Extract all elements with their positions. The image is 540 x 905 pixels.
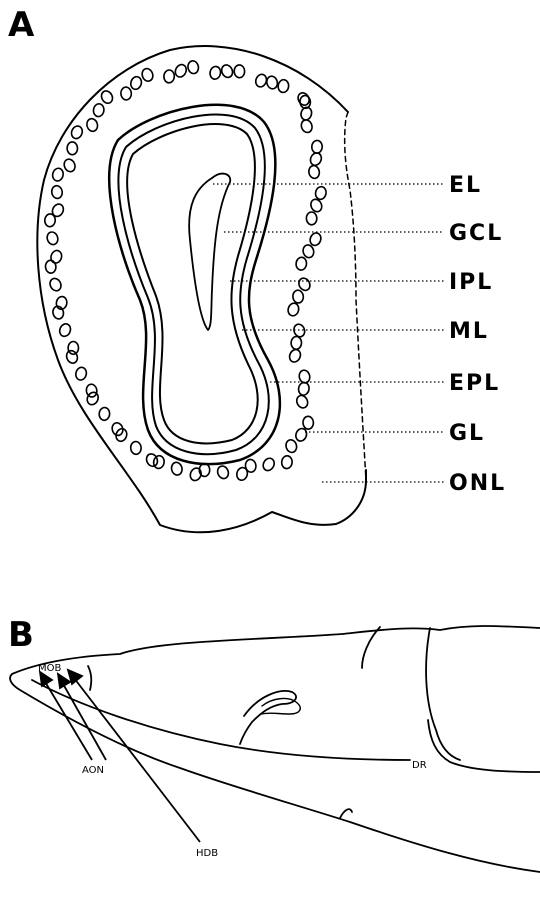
glomerulus — [216, 464, 230, 480]
glomerulus — [287, 302, 301, 317]
glomerulus — [75, 366, 88, 381]
glomerulus — [220, 63, 235, 79]
glomerulus — [281, 455, 293, 469]
glomerulus — [49, 249, 63, 264]
glomerulus — [170, 461, 183, 476]
sagittal-brain-section — [10, 626, 540, 872]
label-el: EL — [449, 173, 482, 198]
glomerulus — [140, 67, 154, 83]
onl-boundary — [345, 112, 366, 480]
glomerulus — [254, 73, 268, 89]
layer-labels: EL GCL IPL ML EPL GL ONL — [449, 173, 506, 496]
glomerulus — [297, 382, 310, 397]
olfactory-bulb-boundary — [88, 666, 91, 690]
glomerulus — [277, 79, 289, 93]
bulb-outline — [37, 46, 366, 532]
glomerulus — [291, 336, 302, 349]
glomerulus — [58, 322, 73, 338]
arrow-hdb-mob — [74, 678, 200, 842]
layer-ring-middle — [118, 114, 268, 454]
glomerulus — [153, 455, 165, 469]
glomerulus — [209, 65, 222, 80]
label-epl: EPL — [449, 371, 500, 396]
layer-leader-lines — [213, 184, 444, 482]
glomerulus — [308, 231, 322, 247]
glomerulus — [68, 342, 78, 355]
glomerulus — [44, 214, 55, 227]
glomerulus — [265, 75, 279, 90]
glomerulus — [314, 186, 327, 201]
glomerulus — [62, 157, 77, 173]
glomerulus — [50, 202, 65, 218]
glomerulus — [85, 383, 97, 397]
glomerulus — [234, 65, 245, 78]
glomerulus — [306, 212, 317, 225]
layer-ring-inner — [127, 124, 258, 443]
ventral-notch — [340, 809, 352, 818]
label-dr: DR — [412, 760, 427, 771]
label-gcl: GCL — [449, 221, 503, 246]
glomerulus — [303, 416, 314, 429]
glomerulus — [51, 167, 64, 182]
cerebellum-boundary — [426, 628, 460, 760]
glomerulus — [164, 70, 175, 83]
brain-outline — [10, 626, 540, 872]
glomerulus — [129, 75, 143, 90]
glomerulus — [187, 60, 200, 75]
glomerulus — [295, 257, 307, 271]
label-ipl: IPL — [449, 270, 493, 295]
cortex-cerebellum-boundary — [362, 627, 380, 668]
glomerulus — [261, 456, 276, 472]
label-onl: ONL — [449, 471, 506, 496]
glomerulus — [120, 87, 132, 101]
glomerulus — [93, 103, 105, 117]
label-gl: GL — [449, 421, 485, 446]
label-hdb: HDB — [196, 848, 218, 859]
glomerulus — [99, 407, 110, 421]
glomerulus — [308, 165, 321, 180]
glomerulus — [70, 124, 84, 140]
glomerulus — [292, 290, 304, 304]
glomerulus — [67, 142, 78, 155]
label-mob: MOB — [38, 663, 61, 674]
arrowhead-aon-mob-2 — [58, 674, 70, 688]
glomerulus — [99, 89, 114, 105]
glomerulus — [295, 394, 310, 410]
glomerulus — [130, 441, 141, 454]
glomerulus — [300, 118, 314, 134]
glomerulus — [284, 438, 298, 453]
glomerulus — [144, 452, 159, 468]
el-core — [189, 174, 230, 330]
brainstem-line — [428, 720, 540, 772]
arrowhead-aon-mob-1 — [40, 672, 52, 686]
label-ml: ML — [449, 319, 489, 344]
glomerulus — [48, 277, 63, 293]
region-labels: MOB AON HDB DR — [38, 663, 427, 859]
glomerulus — [45, 231, 59, 246]
glomeruli — [44, 60, 327, 482]
glomerulus — [86, 117, 99, 132]
glomerulus — [173, 63, 188, 79]
label-aon: AON — [82, 765, 104, 776]
glomerulus — [45, 260, 56, 274]
glomerulus — [51, 185, 63, 199]
olfactory-bulb-section — [37, 46, 366, 532]
glomerulus — [288, 348, 303, 364]
glomerulus — [311, 140, 322, 153]
hippocampus-inner — [262, 699, 300, 714]
basal-contour — [32, 680, 410, 760]
